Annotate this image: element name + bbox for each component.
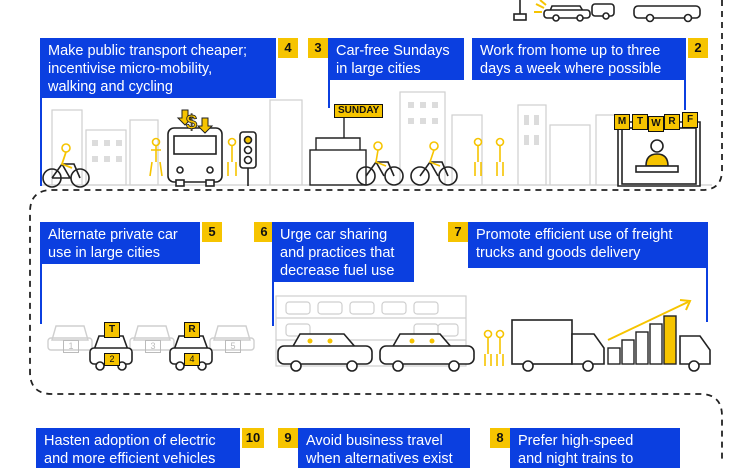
alternate-letter-chip: R bbox=[184, 322, 200, 338]
license-plate-inactive: 5 bbox=[225, 340, 241, 353]
callout-stick bbox=[684, 80, 686, 110]
measure-number-badge: 3 bbox=[308, 38, 328, 58]
measure-box-freight: Promote efficient use of freight trucks … bbox=[468, 222, 708, 268]
headlight-rays bbox=[534, 0, 547, 13]
measure-text: Work from home up to three days a week w… bbox=[480, 43, 662, 77]
weekday-chip: T bbox=[632, 114, 648, 130]
measure-text: Prefer high-speed and night trains to bbox=[518, 433, 634, 467]
license-plate-inactive: 1 bbox=[63, 340, 79, 353]
measure-number-badge: 10 bbox=[242, 428, 264, 448]
measure-number-badge: 8 bbox=[490, 428, 510, 448]
measure-number-badge: 9 bbox=[278, 428, 298, 448]
sunday-sign: SUNDAY bbox=[334, 104, 384, 118]
weekday-chip: M bbox=[614, 114, 630, 130]
passenger-dots bbox=[307, 338, 435, 344]
bus-icon bbox=[167, 127, 223, 187]
callout-stick bbox=[40, 264, 42, 324]
measure-box-electric-vehicles: Hasten adoption of electric and more eff… bbox=[36, 428, 240, 468]
cyclist-figures bbox=[373, 141, 441, 167]
measure-text: Promote efficient use of freight trucks … bbox=[476, 227, 673, 261]
measure-box-business-travel: Avoid business travel when alternatives … bbox=[298, 428, 470, 468]
top-cars bbox=[513, 0, 701, 23]
truck-icon bbox=[511, 319, 711, 372]
currency-icon: $ bbox=[186, 112, 198, 135]
bar-chart-icon bbox=[607, 315, 677, 365]
license-plate: 4 bbox=[184, 353, 200, 366]
measure-number-badge: 2 bbox=[688, 38, 708, 58]
measure-number-badge: 5 bbox=[202, 222, 222, 242]
traffic-light-icon bbox=[239, 131, 257, 186]
callout-stick bbox=[272, 282, 274, 326]
measure-number-badge: 7 bbox=[448, 222, 468, 242]
car-icon bbox=[277, 333, 475, 372]
growth-arrow bbox=[607, 299, 692, 341]
office-desk-icon bbox=[617, 121, 701, 187]
weekday-chip: R bbox=[664, 114, 680, 130]
license-plate: 2 bbox=[104, 353, 120, 366]
license-plate-inactive: 3 bbox=[145, 340, 161, 353]
weekday-chip: W bbox=[648, 116, 664, 132]
measure-number-badge: 4 bbox=[278, 38, 298, 58]
weekday-chip: F bbox=[682, 112, 698, 128]
down-arrows-icon bbox=[176, 109, 214, 134]
measure-box-work-from-home: Work from home up to three days a week w… bbox=[472, 38, 686, 80]
dashed-route-line bbox=[29, 0, 723, 462]
measure-text: Avoid business travel when alternatives … bbox=[306, 433, 453, 467]
measure-number-badge: 6 bbox=[254, 222, 274, 242]
bicycle-icon bbox=[42, 163, 90, 188]
measure-box-public-transport: Make public transport cheaper; incentivi… bbox=[40, 38, 276, 98]
skyline-windows-1 bbox=[92, 102, 539, 162]
measure-text: Alternate private car use in large citie… bbox=[48, 227, 178, 261]
measure-text: Urge car sharing and practices that decr… bbox=[280, 227, 395, 279]
measure-text: Car-free Sundays in large cities bbox=[336, 43, 450, 77]
measure-box-alternate-car-use: Alternate private car use in large citie… bbox=[40, 222, 200, 264]
callout-stick bbox=[706, 268, 708, 322]
callout-stick bbox=[328, 80, 330, 108]
measure-text: Hasten adoption of electric and more eff… bbox=[44, 433, 216, 467]
measure-box-car-free-sundays: Car-free Sundays in large cities bbox=[328, 38, 464, 80]
measure-box-car-sharing: Urge car sharing and practices that decr… bbox=[272, 222, 414, 282]
alternate-letter-chip: T bbox=[104, 322, 120, 338]
skyline-row-1 bbox=[40, 91, 712, 186]
measure-box-trains: Prefer high-speed and night trains to bbox=[510, 428, 680, 468]
bicycle-icon bbox=[356, 161, 458, 186]
measure-text: Make public transport cheaper; incentivi… bbox=[48, 43, 248, 95]
callout-stick bbox=[40, 96, 42, 186]
pedestrian-icon bbox=[149, 137, 505, 366]
